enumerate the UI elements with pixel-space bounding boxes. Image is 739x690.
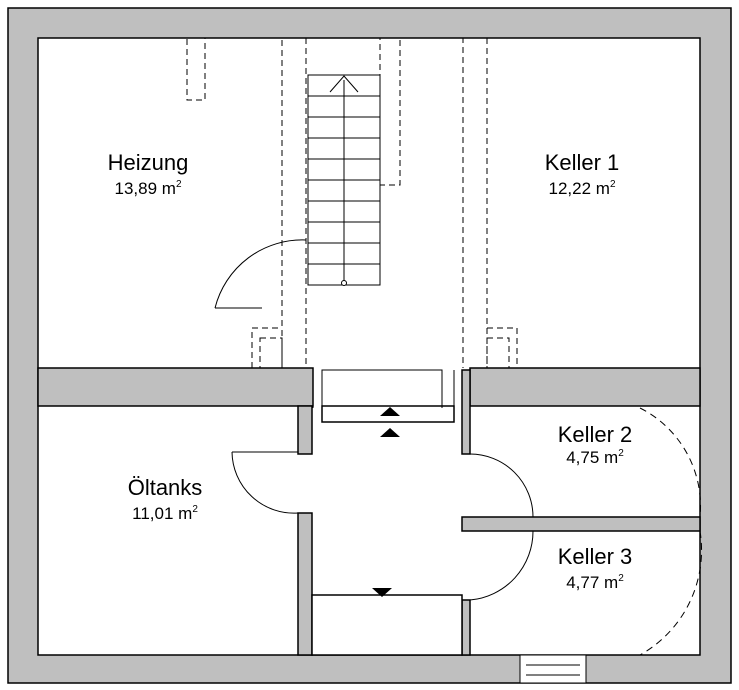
door-swings-lower	[231, 451, 534, 601]
stair-arrow-up	[380, 407, 400, 416]
room-label-keller-1: Keller 1 12,22 m2	[527, 150, 637, 198]
room-label-keller-2: Keller 2 4,75 m2	[540, 422, 650, 467]
room-label-keller-3: Keller 3 4,77 m2	[540, 544, 650, 592]
basement-window	[519, 654, 587, 684]
room-area: 13,89 m2	[114, 179, 182, 198]
room-name: Keller 3	[557, 544, 633, 569]
room-name: Heizung	[107, 150, 189, 175]
outer-wall	[7, 7, 732, 684]
wall-keller3-left	[461, 599, 471, 656]
corridor-opening	[321, 369, 443, 407]
wall-keller-divider	[461, 516, 701, 532]
room-area: 12,22 m2	[548, 179, 616, 198]
wall-oeltanks-right-lower	[297, 512, 313, 656]
room-label-heizung: Heizung 13,89 m2	[98, 150, 198, 198]
room-name: Keller 1	[544, 150, 620, 175]
wall-corridor-bottom-left	[311, 594, 463, 656]
wall-keller2-left	[461, 369, 471, 455]
room-area: 4,77 m2	[566, 573, 624, 592]
stair-arrow-down	[380, 428, 400, 437]
corridor-arrow	[372, 588, 392, 597]
wall-oeltanks-right-upper	[297, 405, 313, 455]
room-name: Öltanks	[127, 475, 203, 500]
middle-wall-right	[469, 367, 701, 407]
upper-dashed-partitions	[37, 37, 701, 369]
staircase	[307, 74, 381, 286]
door-swings-dashed	[639, 407, 703, 656]
room-label-oeltanks: Öltanks 11,01 m2	[112, 475, 218, 523]
middle-wall-left	[37, 367, 314, 407]
room-area: 4,75 m2	[566, 448, 624, 467]
door-swing-heizung	[214, 239, 307, 309]
room-name: Keller 2	[557, 422, 633, 447]
room-area: 11,01 m2	[132, 504, 198, 523]
